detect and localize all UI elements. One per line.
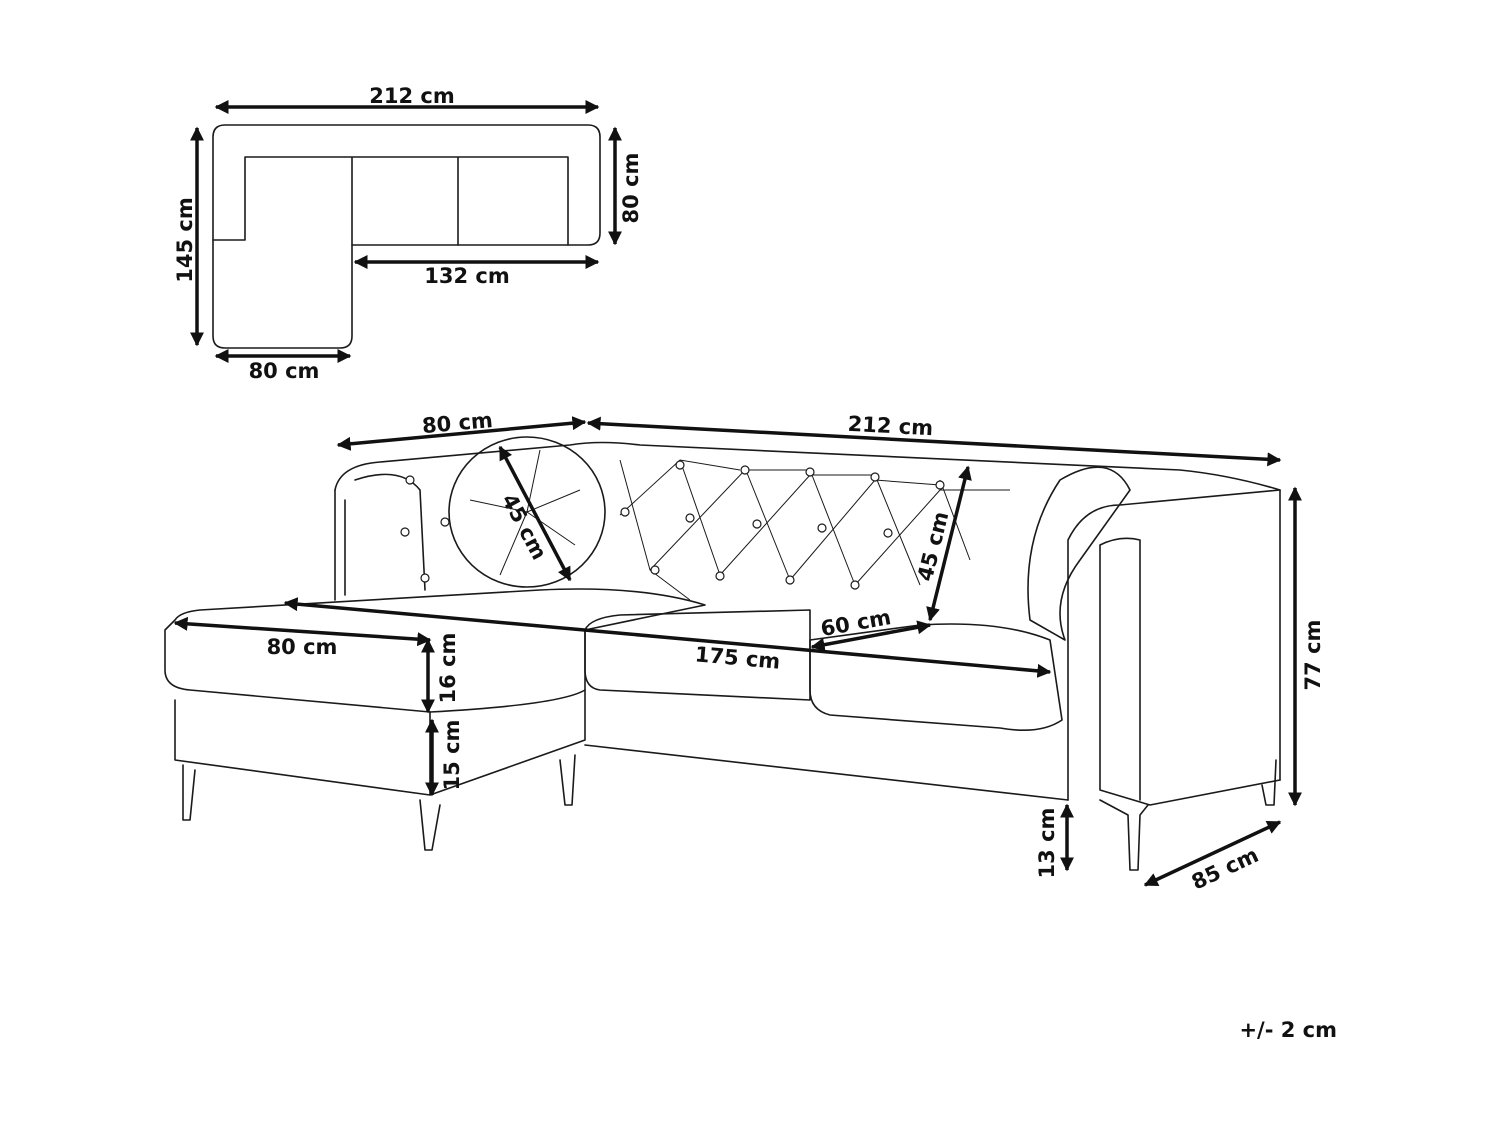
dim-arrow	[926, 465, 972, 622]
dim-label-total-height: 77 cm	[1301, 620, 1325, 691]
top-view-outline	[212, 124, 601, 349]
dim-label-total-depth: 85 cm	[1188, 843, 1262, 895]
left-arm	[334, 473, 426, 601]
dim-arrow	[498, 445, 572, 582]
dim-label-cushion-height: 16 cm	[436, 633, 460, 704]
dim-label-top-width: 212 cm	[369, 84, 454, 108]
dim-label-chaise-width: 80 cm	[267, 635, 338, 659]
ottoman-base	[174, 689, 586, 796]
perspective-view: 80 cm 212 cm 45 cm 45 cm 60 cm 80 cm 175…	[164, 408, 1325, 895]
dim-arrow	[173, 616, 432, 647]
dim-arrow	[586, 416, 1282, 467]
dim-label-chaise-width-top: 80 cm	[421, 408, 494, 438]
legs	[182, 754, 1277, 871]
top-view-seats	[212, 156, 569, 246]
right-arm	[1067, 489, 1281, 806]
sofa-base	[584, 744, 1069, 801]
dim-arrow	[336, 416, 587, 451]
right-cushion	[1027, 466, 1131, 641]
dim-arrow	[283, 597, 1052, 678]
dim-label-top-total-depth: 145 cm	[173, 197, 197, 282]
chaise-cushion	[164, 588, 706, 713]
tuft-buttons	[400, 460, 945, 590]
dim-label-total-width: 212 cm	[847, 412, 934, 440]
sofa-back	[334, 441, 1281, 781]
dim-label-ottoman-height: 15 cm	[440, 720, 464, 791]
dim-arrow	[1143, 820, 1282, 887]
dim-label-leg-height: 13 cm	[1035, 808, 1059, 879]
dim-label-top-depth: 80 cm	[619, 153, 643, 224]
top-view: 212 cm 80 cm 145 cm 132 cm 80 cm	[173, 84, 643, 383]
dim-label-top-seat-width: 132 cm	[424, 264, 509, 288]
dim-label-top-chaise-width: 80 cm	[249, 359, 320, 383]
tolerance-note: +/- 2 cm	[1239, 1018, 1337, 1042]
